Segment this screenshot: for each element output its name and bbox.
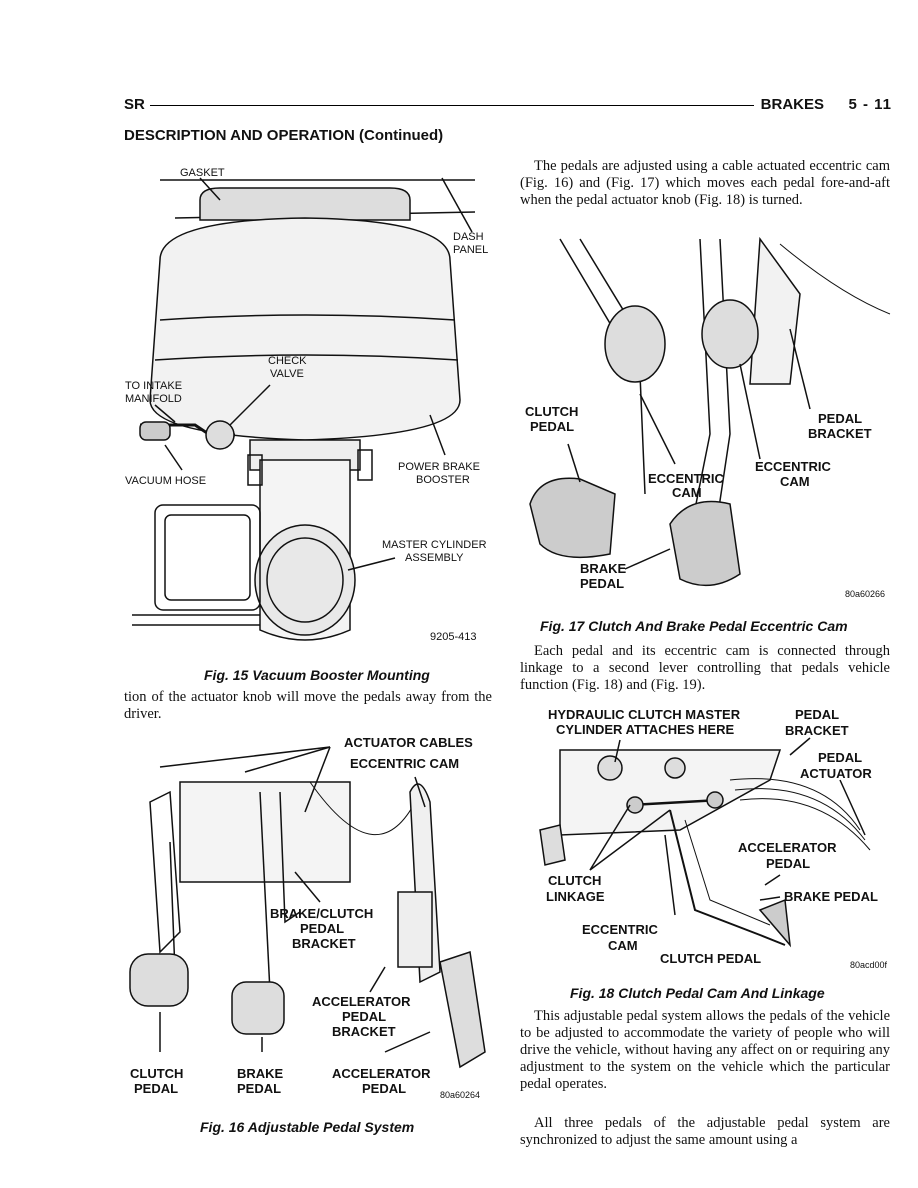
label-brake-clutch: BRAKE/CLUTCH [270,906,373,921]
figure-code: 80acd00f [850,960,888,970]
header-left: SR [124,96,145,113]
label-assembly: ASSEMBLY [405,552,464,564]
label-power-brake: POWER BRAKE [398,461,480,473]
label-brake: BRAKE [237,1066,284,1081]
header-rule [150,105,754,106]
label-pedal-bracket: BRACKET [808,426,872,441]
right-paragraph-1: The pedals are adjusted using a cable ac… [520,158,890,208]
label-accelerator: ACCELERATOR [738,840,837,855]
label-clutch: CLUTCH [130,1066,183,1081]
label-acc-pedal: PEDAL [362,1081,406,1096]
label-clutch: CLUTCH [525,404,578,419]
header-section: BRAKES [760,96,824,113]
figure-code: 80a60264 [440,1090,480,1100]
figure-15-caption: Fig. 15 Vacuum Booster Mounting [204,667,430,683]
figure-18-clutch-linkage: HYDRAULIC CLUTCH MASTER CYLINDER ATTACHE… [539,707,888,970]
label-brake: BRAKE [580,561,627,576]
label-check: CHECK [268,355,307,367]
label-brake-pedal: PEDAL [237,1081,281,1096]
label-cylinder-attaches: CYLINDER ATTACHES HERE [556,722,734,737]
label-accelerator: ACCELERATOR [312,994,411,1009]
label-linkage: LINKAGE [546,889,605,904]
label-cam-2: CAM [780,474,810,489]
label-brake-pedal: BRAKE PEDAL [784,889,878,904]
label-clutch: CLUTCH [548,873,601,888]
label-cam-1: CAM [672,485,702,500]
header-page-number: 5 - 11 [848,96,892,113]
label-vacuum-hose: VACUUM HOSE [125,475,206,487]
label-pedal: PEDAL [795,707,839,722]
figure-17-eccentric-cam: CLUTCH PEDAL PEDAL BRACKET ECCENTRIC CAM… [525,236,891,599]
right-paragraph-2: Each pedal and its eccentric cam is conn… [520,643,890,693]
label-hydraulic: HYDRAULIC CLUTCH MASTER [548,707,741,722]
label-pedal-2: PEDAL [818,750,862,765]
label-clutch-pedal: CLUTCH PEDAL [660,951,761,966]
figure-15-vacuum-booster: GASKET DASH PANEL CHECK VALVE TO INTAKE … [125,167,488,643]
label-eccentric: ECCENTRIC [582,922,658,937]
right-paragraph-3: This adjustable pedal system allows the … [520,1008,890,1092]
label-actuator-cables: ACTUATOR CABLES [344,735,473,750]
page-header: SR BRAKES 5 - 11 [124,96,892,118]
label-accelerator-pedal: PEDAL [342,1009,386,1024]
label-dash-panel: PANEL [453,244,488,256]
label-manifold: MANIFOLD [125,393,182,405]
label-cam: CAM [608,938,638,953]
label-clutch-pedal: PEDAL [530,419,574,434]
label-bracket: BRACKET [292,936,356,951]
figure-18-caption: Fig. 18 Clutch Pedal Cam And Linkage [570,985,825,1001]
label-dash: DASH [453,231,484,243]
label-to-intake: TO INTAKE [125,380,182,392]
figure-17-caption: Fig. 17 Clutch And Brake Pedal Eccentric… [540,618,848,634]
label-booster: BOOSTER [416,474,470,486]
label-eccentric-cam: ECCENTRIC CAM [350,756,459,771]
section-title: DESCRIPTION AND OPERATION (Continued) [124,127,444,144]
label-accelerator-bracket: BRACKET [332,1024,396,1039]
label-pedal: PEDAL [818,411,862,426]
label-clutch-pedal: PEDAL [134,1081,178,1096]
label-actuator: ACTUATOR [800,766,872,781]
figure-16-caption: Fig. 16 Adjustable Pedal System [200,1119,415,1135]
label-brake-pedal: PEDAL [580,576,624,591]
right-paragraph-4: All three pedals of the adjustable pedal… [520,1115,890,1148]
left-text: tion of the actuator knob will move the … [124,689,492,722]
figure-code: 80a60266 [845,589,885,599]
label-eccentric-1: ECCENTRIC [648,471,724,486]
label-acc: ACCELERATOR [332,1066,431,1081]
figure-16-adjustable-pedal-system: ACTUATOR CABLES ECCENTRIC CAM BRAKE/CLUT… [129,735,486,1100]
label-master-cylinder: MASTER CYLINDER [382,539,487,551]
label-eccentric-2: ECCENTRIC [755,459,831,474]
label-gasket: GASKET [180,167,225,179]
figure-code: 9205-413 [430,631,477,643]
label-pedal-bracket: BRACKET [785,723,849,738]
label-accelerator-pedal: PEDAL [766,856,810,871]
label-check-valve: VALVE [270,368,304,380]
label-pedal: PEDAL [300,921,344,936]
